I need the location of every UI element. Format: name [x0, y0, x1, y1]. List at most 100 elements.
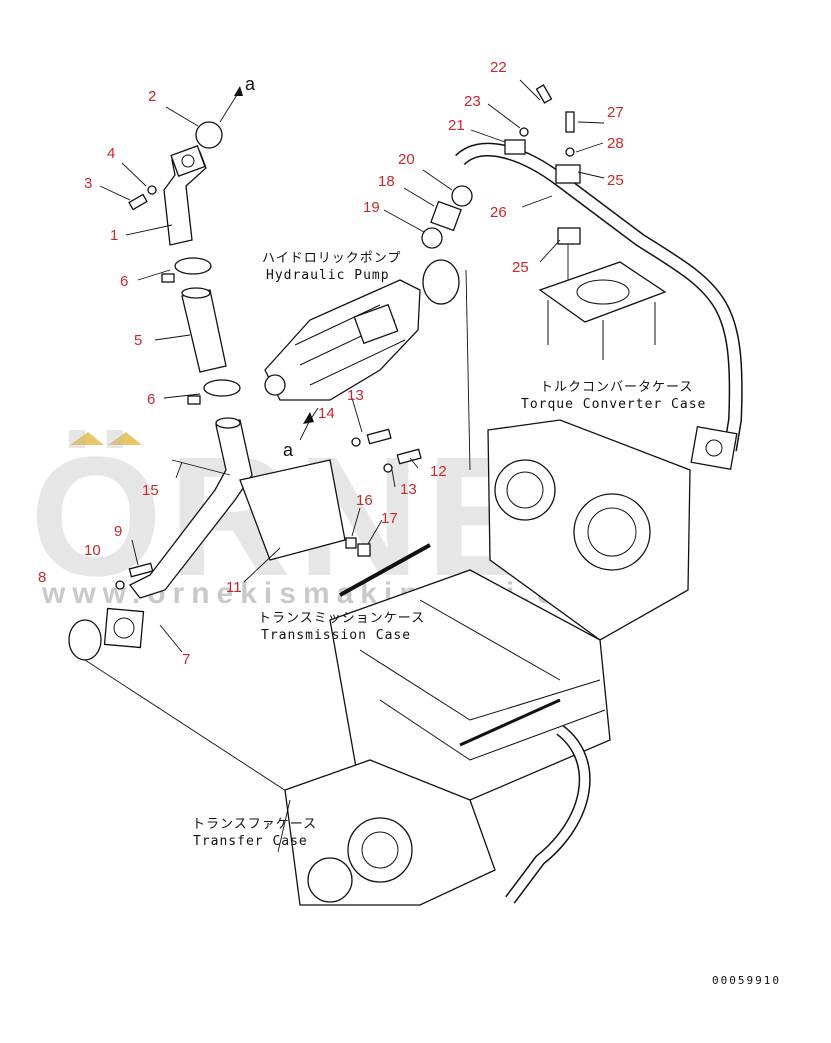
part-number-labels: 2 4 3 1 6 5 6 15 9 10 8 11 7 13 14 12 13…	[38, 59, 624, 668]
torque-converter-label-en: Torque Converter Case	[521, 397, 706, 412]
part-number-10: 10	[84, 542, 101, 559]
pump-arrow-head	[303, 412, 314, 424]
converter-bore-left	[494, 459, 556, 521]
transfer-case-label-en: Transfer Case	[193, 834, 308, 849]
hose-clamp-6-top	[174, 257, 212, 275]
spacer-18	[357, 543, 371, 557]
pump-arrow-a	[299, 419, 311, 441]
transmission-body	[171, 419, 691, 906]
part-number-23: 22	[490, 59, 507, 76]
bolt-3	[128, 193, 148, 211]
transfer-bore-inner	[361, 831, 399, 869]
washer-14	[351, 437, 361, 447]
pipe-7	[129, 419, 253, 599]
o-ring-pump	[422, 259, 460, 305]
part-number-1: 1	[110, 227, 118, 244]
nut-17	[345, 537, 357, 549]
part-number-15: 14	[318, 405, 335, 422]
part-number-5: 5	[134, 332, 142, 349]
bracket-11	[239, 459, 346, 561]
part-number-27: 27	[607, 104, 624, 121]
ref-a-pump: a	[283, 440, 294, 460]
hose-5	[181, 289, 227, 373]
o-ring-8	[68, 619, 102, 661]
output-flange	[307, 857, 353, 903]
part-number-12: 12	[430, 463, 447, 480]
hydraulic-pump-label-en: Hydraulic Pump	[266, 268, 390, 283]
leader-8-line	[84, 659, 301, 801]
part-number-13: 13	[400, 481, 417, 498]
washer-28	[565, 147, 575, 157]
converter-bore-right	[573, 493, 651, 571]
flange-hole-1	[181, 154, 195, 168]
part-number-9: 9	[114, 523, 122, 540]
hydraulic-pump	[264, 185, 473, 473]
pump-body	[264, 279, 421, 401]
bracket-25-top	[555, 164, 581, 184]
clamp-22	[504, 139, 526, 155]
hydraulic-pump-label-jp: ハイドロリックポンプ	[262, 251, 401, 266]
pipe-7-end	[215, 417, 241, 429]
watermark-accent-right	[108, 432, 142, 445]
bolt-12	[396, 448, 422, 465]
flange-26-hole	[705, 439, 723, 457]
washer-24	[519, 127, 529, 137]
drawing-code: 00059910	[712, 974, 781, 987]
part-number-25-bottom: 25	[512, 259, 529, 276]
part-number-11: 11	[226, 579, 242, 596]
flange-1	[170, 145, 206, 177]
hose-assembly	[68, 86, 301, 801]
part-number-6-top: 6	[120, 273, 128, 290]
bolt-27	[565, 111, 575, 133]
control-rod	[339, 543, 431, 597]
flange-19	[430, 200, 462, 232]
mount-plate-legs	[547, 300, 656, 360]
part-number-22: 21	[448, 117, 465, 134]
transmission-label-jp: トランスミッションケース	[258, 611, 425, 626]
bolt-14	[366, 428, 392, 445]
part-number-3: 3	[84, 175, 92, 192]
part-number-26: 26	[490, 204, 507, 221]
flange-7	[103, 607, 145, 649]
ref-a-top: a	[245, 74, 256, 94]
part-number-2: 2	[148, 88, 156, 105]
bolt-23	[535, 84, 553, 104]
transfer-bore	[347, 817, 413, 883]
part-number-24: 23	[464, 93, 481, 110]
part-number-25-top: 25	[607, 172, 624, 189]
arrow-head-a	[234, 86, 243, 96]
watermark-accent-left	[70, 432, 104, 445]
washer-4	[147, 185, 157, 195]
side-hose-inner	[506, 726, 590, 903]
o-ring-2	[195, 121, 223, 149]
part-number-8: 8	[38, 569, 46, 586]
transmission-label-en: Transmission Case	[261, 628, 411, 643]
part-number-4: 4	[107, 145, 115, 162]
part-number-17: 16	[356, 492, 373, 509]
o-ring-20	[421, 227, 443, 249]
washer-10	[115, 580, 125, 590]
component-labels: a a ハイドロリックポンプ Hydraulic Pump トルクコンバータケー…	[192, 74, 781, 987]
transfer-case-label-jp: トランスファケース	[192, 817, 317, 832]
part-number-20: 19	[363, 199, 380, 216]
bracket-25-bottom	[557, 227, 581, 245]
pump-port-flange	[353, 303, 399, 345]
clamp-screw-6-bottom	[187, 395, 201, 405]
pump-shaft	[264, 374, 286, 396]
converter-bore-right-inner	[587, 507, 637, 557]
pipe-26-inner	[456, 144, 742, 451]
mount-plate	[538, 261, 667, 323]
leader-lines	[99, 79, 605, 853]
part-number-16: 15	[142, 482, 159, 499]
part-number-18: 17	[381, 510, 398, 527]
part-number-28: 28	[607, 135, 624, 152]
part-number-6-bottom: 6	[147, 391, 155, 408]
flange-26	[690, 426, 738, 470]
bolt-9	[128, 562, 154, 578]
part-number-21: 20	[398, 151, 415, 168]
part-number-19: 18	[378, 173, 395, 190]
part-number-14: 13	[347, 387, 364, 404]
linkage-rod	[459, 698, 561, 747]
